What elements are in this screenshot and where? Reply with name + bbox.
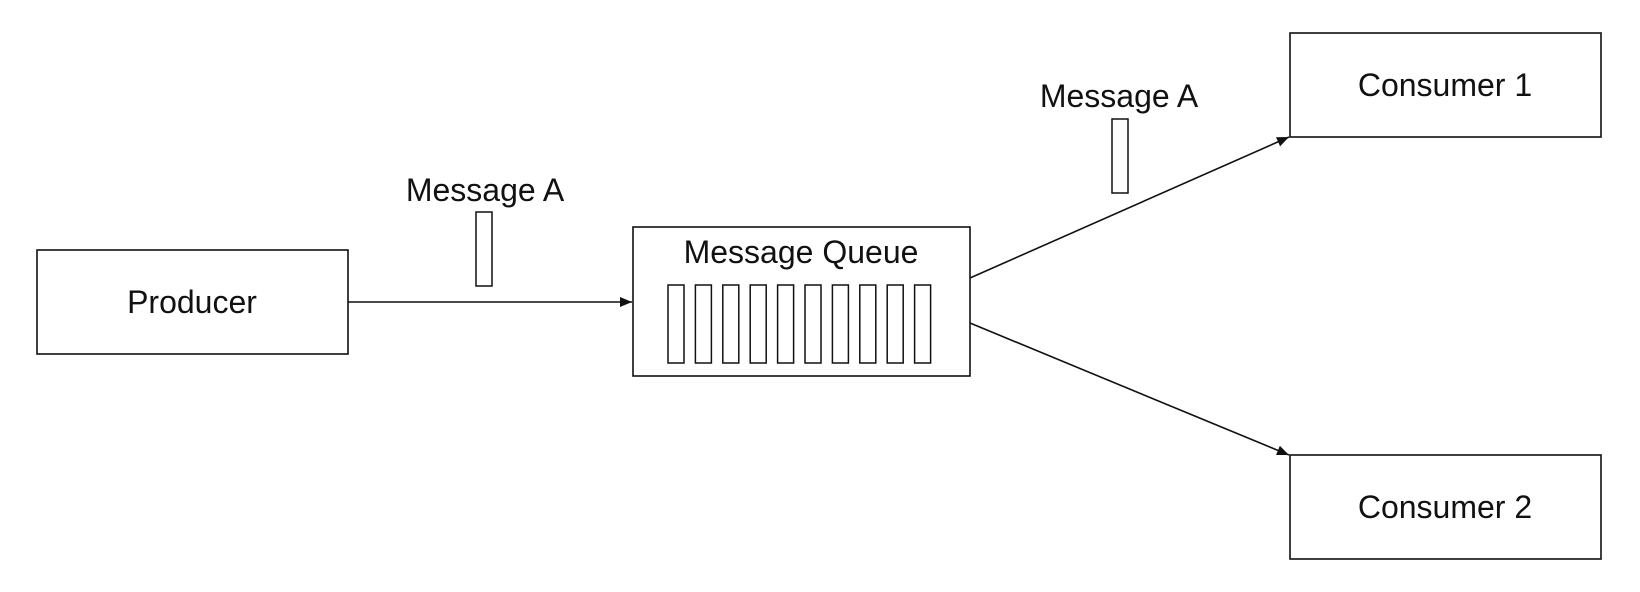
queue-slot: [776, 284, 795, 364]
queue-to-consumer2-arrow: [969, 322, 1290, 456]
queue-slot: [667, 284, 685, 364]
queue-slot: [749, 284, 767, 364]
message-to-queue: Message A: [406, 172, 565, 287]
queue-to-consumer1-arrow: [969, 136, 1290, 279]
consumer2-label: Consumer 2: [1358, 489, 1532, 525]
consumer1-node: Consumer 1: [1289, 32, 1602, 138]
producer-label: Producer: [127, 284, 257, 320]
producer-box: [36, 249, 349, 355]
queue-box: [632, 226, 971, 377]
producer-node: Producer: [36, 249, 349, 355]
consumer1-label: Consumer 1: [1358, 67, 1532, 103]
message-to-consumer1-label: Message A: [1040, 78, 1199, 114]
queue-slots: [667, 284, 932, 364]
message-to-queue-block: [475, 211, 493, 287]
message-to-queue-label: Message A: [406, 172, 565, 208]
queue-slot: [831, 284, 850, 364]
message-to-consumer1: Message A: [1040, 78, 1199, 194]
consumer1-box: [1289, 32, 1602, 138]
queue-label: Message Queue: [684, 234, 919, 270]
queue-slot: [722, 284, 740, 364]
queue-slot: [859, 284, 877, 364]
message-to-consumer1-block: [1111, 118, 1129, 194]
queue-slot: [913, 284, 932, 364]
queue-slot: [886, 284, 904, 364]
queue-slot: [694, 284, 713, 364]
consumer2-node: Consumer 2: [1289, 454, 1602, 560]
queue-node: Message Queue: [632, 226, 971, 377]
consumer2-box: [1289, 454, 1602, 560]
queue-slot: [804, 284, 822, 364]
